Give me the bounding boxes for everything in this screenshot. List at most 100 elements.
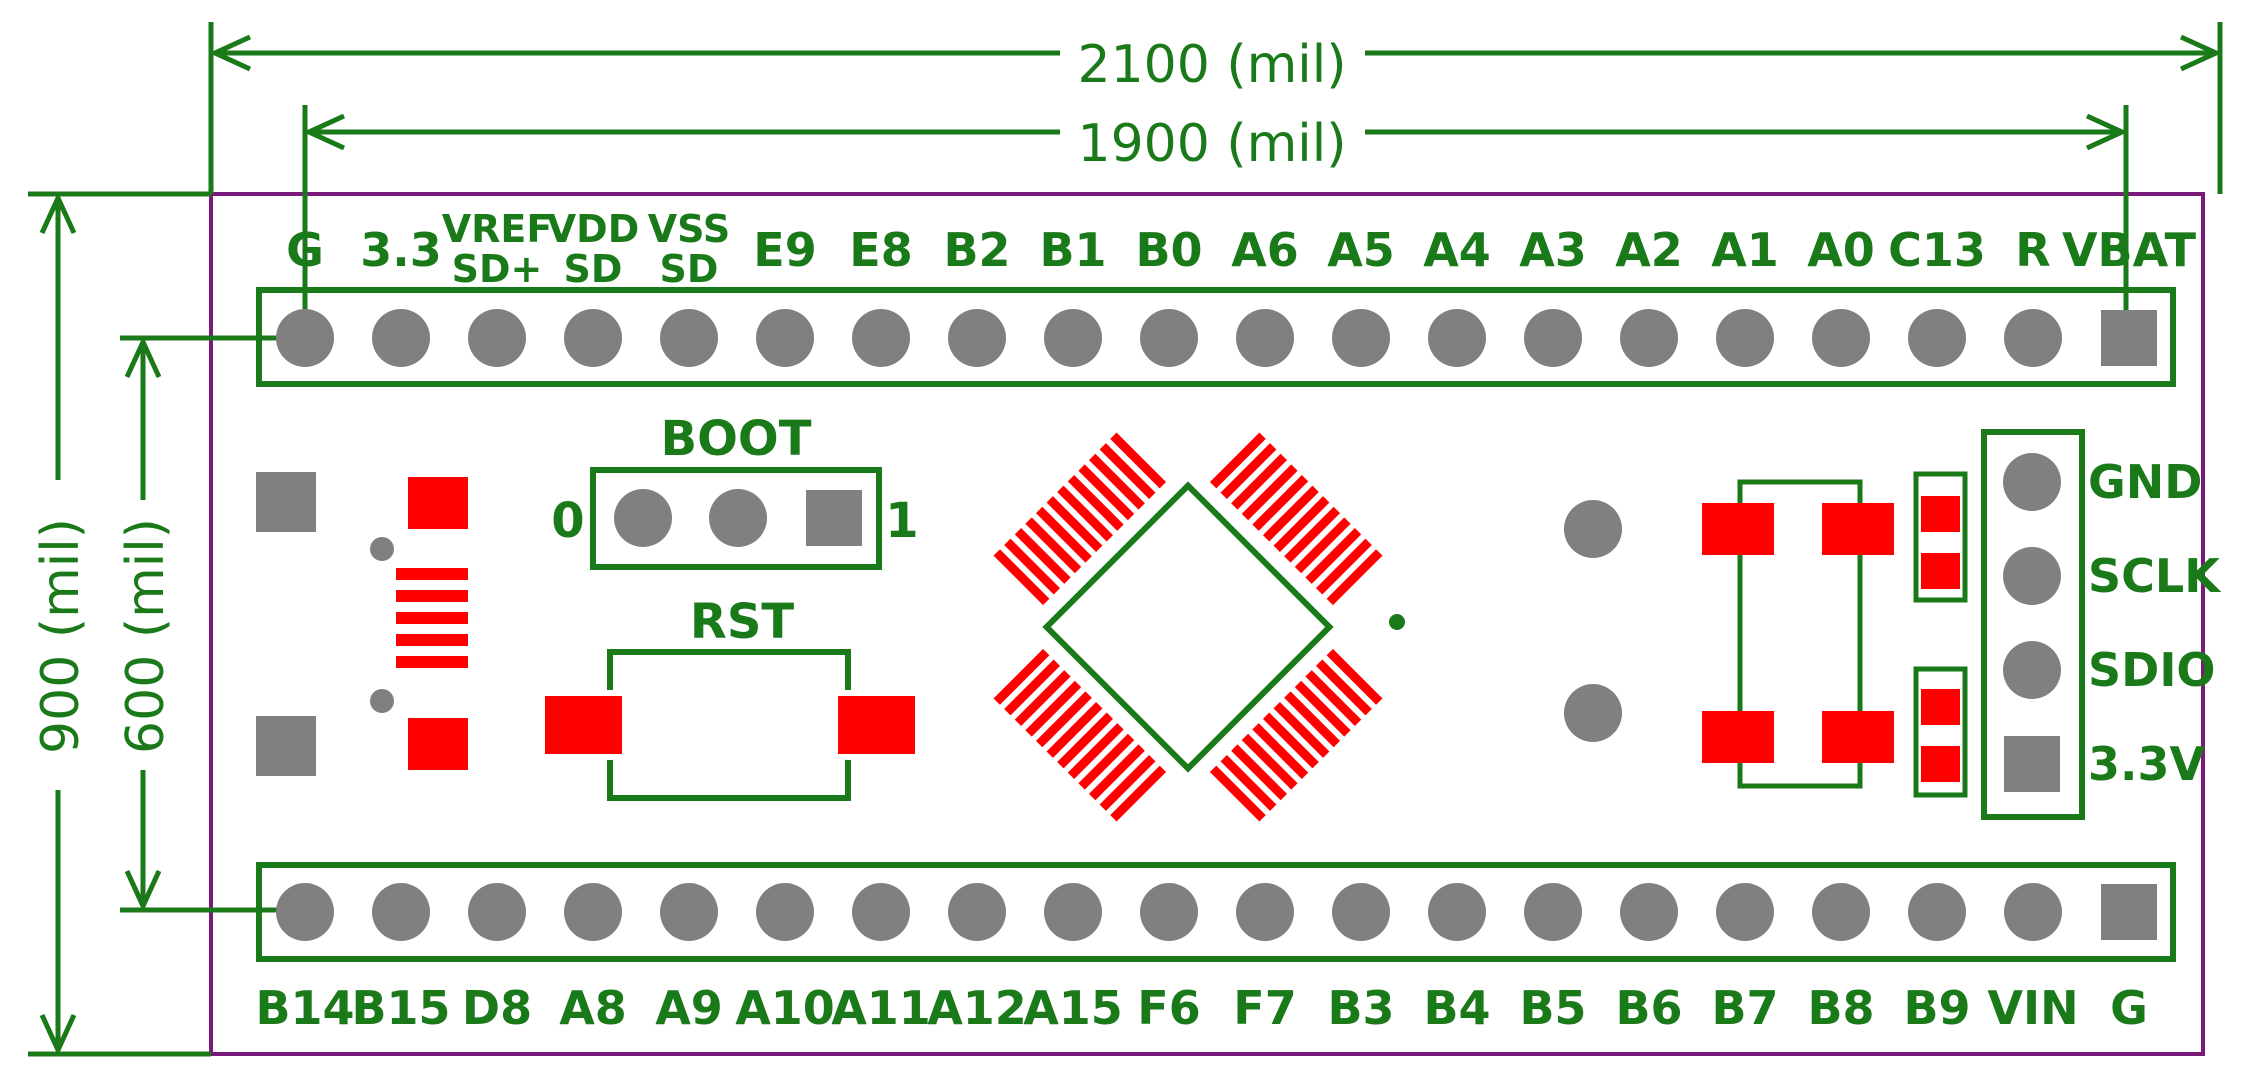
top-pin-pad-14	[1620, 309, 1678, 367]
boot-title: BOOT	[661, 411, 812, 467]
left-mount-pad-top	[256, 472, 316, 532]
dimension-width-2100	[208, 22, 2223, 194]
dimension-label-2100: 2100 (mil)	[1078, 35, 1347, 95]
crystal-hole-top	[1564, 500, 1622, 558]
left-mount-pad-bottom	[256, 716, 316, 776]
bottom-pin-label: B14	[255, 981, 354, 1035]
boot-label-1: 1	[885, 493, 918, 549]
top-pin-pad-10	[1236, 309, 1294, 367]
capacitor-bottom	[1913, 666, 1968, 798]
bottom-pin-pad-14	[1620, 883, 1678, 941]
dimension-label-900: 900 (mil)	[31, 518, 91, 754]
bottom-pin-label: A9	[655, 981, 723, 1035]
top-pin-label: SD	[660, 247, 719, 291]
swd-pin-label: GND	[2088, 455, 2202, 509]
top-pin-pad-12	[1428, 309, 1486, 367]
bottom-header-outline	[256, 862, 2176, 962]
top-pin-label: E9	[753, 223, 816, 277]
board-outline	[209, 192, 2205, 1056]
bottom-pin-label: A11	[831, 981, 931, 1035]
capacitor-top	[1913, 471, 1968, 603]
dimension-height-900	[28, 191, 211, 1057]
top-pin-pad-0	[276, 309, 334, 367]
bottom-pin-pad-6	[852, 883, 910, 941]
bottom-pin-pad-8	[1044, 883, 1102, 941]
bottom-pin-pad-18	[2004, 883, 2062, 941]
bottom-pin-pad-11	[1332, 883, 1390, 941]
top-pin-label: A3	[1519, 223, 1587, 277]
bottom-pin-label: B8	[1807, 981, 1874, 1035]
bottom-pin-pad-1	[372, 883, 430, 941]
bottom-pin-label: A8	[559, 981, 627, 1035]
mcu-lqfp-footprint	[993, 432, 1405, 822]
swd-pin-label: 3.3V	[2088, 737, 2205, 791]
bottom-pin-label: B9	[1903, 981, 1970, 1035]
top-pin-label: 3.3	[360, 223, 442, 277]
bottom-pin-pad-17	[1908, 883, 1966, 941]
top-pin-pad-6	[852, 309, 910, 367]
top-pin-label: SD	[564, 247, 623, 291]
top-pin-pad-19	[2101, 310, 2157, 366]
bottom-pin-pad-12	[1428, 883, 1486, 941]
top-pin-label: G	[286, 223, 324, 277]
bottom-pin-pad-10	[1236, 883, 1294, 941]
top-pin-pad-13	[1524, 309, 1582, 367]
swd-pin-label: SDIO	[2088, 643, 2216, 697]
dimension-label-1900: 1900 (mil)	[1078, 114, 1347, 174]
bottom-pin-label: F6	[1137, 981, 1200, 1035]
bottom-pin-pad-5	[756, 883, 814, 941]
swd-pin-pad-3	[2004, 736, 2060, 792]
boot-label-0: 0	[551, 493, 584, 549]
bottom-pin-label: F7	[1233, 981, 1296, 1035]
bottom-pin-pad-16	[1812, 883, 1870, 941]
top-pin-pad-16	[1812, 309, 1870, 367]
pin1-marker-icon	[1389, 614, 1405, 630]
bottom-pin-label: B5	[1519, 981, 1586, 1035]
top-header-outline	[256, 287, 2176, 387]
swd-pin-pad-0	[2003, 453, 2061, 511]
bottom-pin-pad-19	[2101, 884, 2157, 940]
top-pin-label: VSS	[648, 207, 730, 251]
top-pin-pad-17	[1908, 309, 1966, 367]
bottom-pin-label: B15	[351, 981, 450, 1035]
crystal-hole-bottom	[1564, 684, 1622, 742]
bottom-pin-label: A15	[1023, 981, 1123, 1035]
top-pin-label: A5	[1327, 223, 1395, 277]
usb-connector-footprint	[370, 477, 468, 770]
dimension-width-1900	[302, 105, 2129, 335]
top-pin-label: B0	[1135, 223, 1202, 277]
swd-header: GND SCLK SDIO 3.3V	[2003, 453, 2222, 792]
top-pin-pad-15	[1716, 309, 1774, 367]
top-pin-label: VBAT	[2062, 223, 2197, 277]
top-pin-label: A2	[1615, 223, 1683, 277]
swd-pin-label: SCLK	[2088, 549, 2222, 603]
top-pin-pad-1	[372, 309, 430, 367]
bottom-pin-label: G	[2110, 981, 2148, 1035]
top-pin-label: SD+	[452, 247, 543, 291]
top-pin-pad-11	[1332, 309, 1390, 367]
crystal-footprint	[1702, 479, 1894, 789]
top-pin-label: B1	[1039, 223, 1106, 277]
boot-jumper	[590, 467, 882, 570]
bottom-pin-label: A10	[735, 981, 835, 1035]
top-pin-pad-8	[1044, 309, 1102, 367]
mcu-body	[993, 432, 1383, 822]
swd-header-outline	[1981, 429, 2085, 820]
top-pin-label: C13	[1888, 223, 1986, 277]
bottom-pin-label: B3	[1327, 981, 1394, 1035]
bottom-pin-label: B6	[1615, 981, 1682, 1035]
top-pin-pad-18	[2004, 309, 2062, 367]
top-pin-pad-4	[660, 309, 718, 367]
bottom-pin-pad-4	[660, 883, 718, 941]
bottom-pin-label: D8	[462, 981, 532, 1035]
bottom-pin-pad-7	[948, 883, 1006, 941]
dimension-height-600	[120, 335, 305, 913]
top-pin-label: A1	[1711, 223, 1779, 277]
top-pin-pad-9	[1140, 309, 1198, 367]
bottom-pin-pad-13	[1524, 883, 1582, 941]
rst-title: RST	[690, 594, 795, 650]
top-pin-pad-3	[564, 309, 622, 367]
top-pin-label: R	[2015, 223, 2050, 277]
top-pin-pad-7	[948, 309, 1006, 367]
